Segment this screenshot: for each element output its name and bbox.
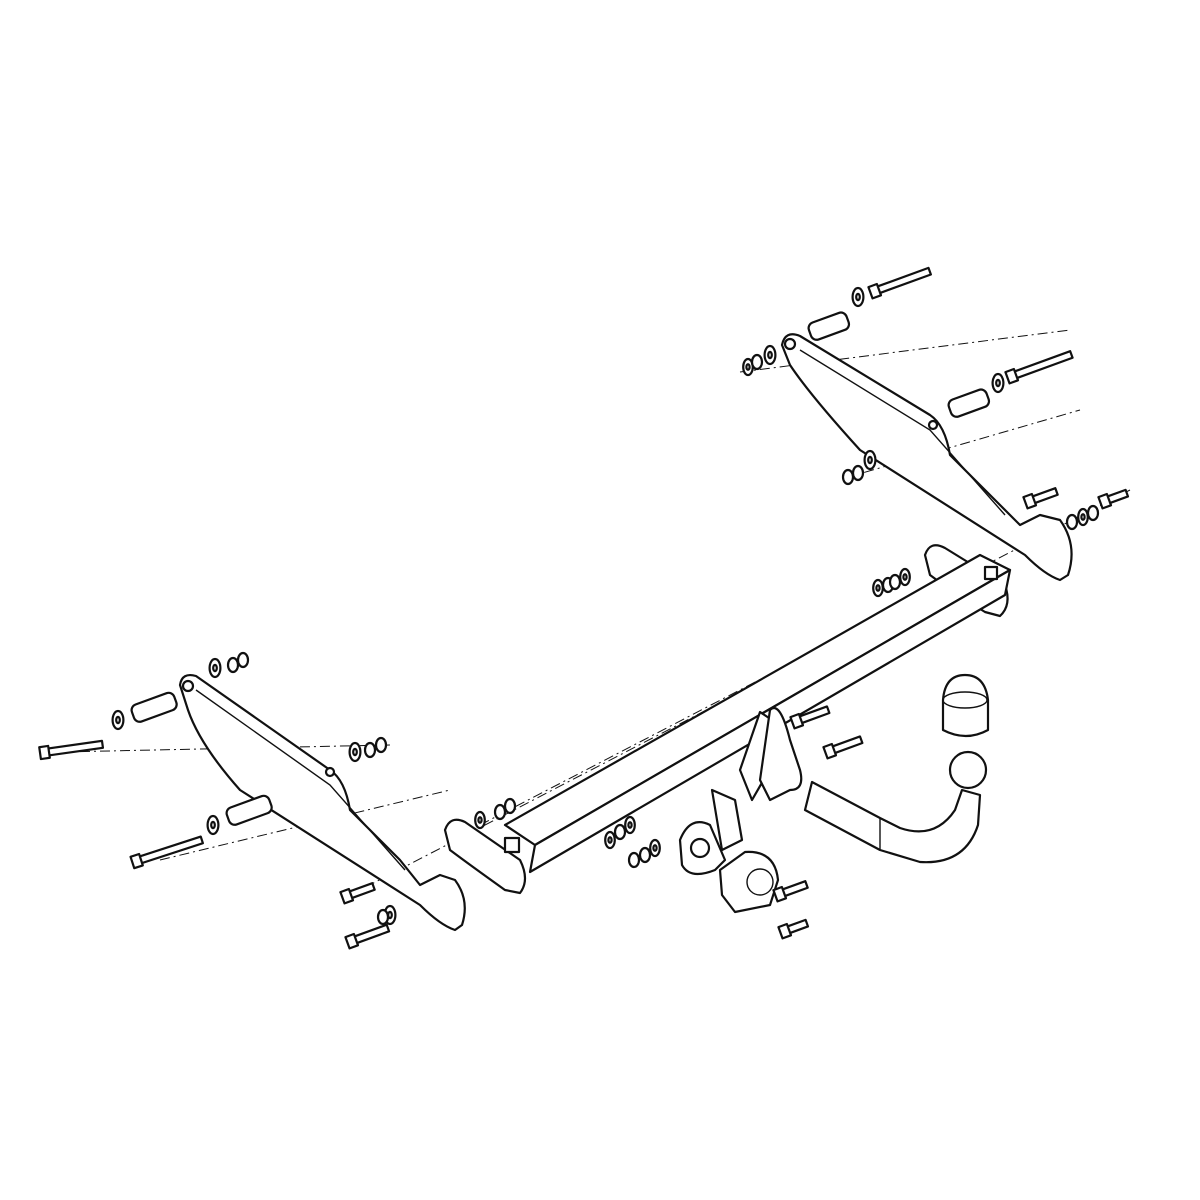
left-bracket-edge	[195, 689, 406, 871]
bolt	[789, 705, 831, 730]
spacer-tube	[225, 794, 273, 826]
right-bracket-hole	[927, 419, 939, 431]
nut	[374, 736, 388, 754]
bolt	[339, 882, 376, 905]
spacer-tube	[130, 691, 178, 723]
spacer-tube	[807, 311, 851, 341]
nut	[750, 353, 764, 371]
ball-cap	[941, 673, 990, 738]
electrical-socket-assembly	[678, 788, 780, 914]
bolt	[38, 739, 105, 761]
nut	[363, 741, 377, 759]
washer-hole	[212, 663, 218, 673]
bolt	[772, 880, 809, 903]
washer-hole	[855, 292, 861, 302]
nut	[376, 908, 390, 926]
washer-hole	[607, 836, 613, 844]
tow-ball-assembly	[803, 673, 990, 864]
left-bracket-hole	[181, 679, 195, 693]
nut	[1065, 513, 1079, 531]
nut	[503, 797, 517, 815]
right-bracket-edge	[799, 349, 1006, 516]
bolt	[1004, 350, 1074, 385]
washer-hole	[1080, 513, 1086, 521]
nut	[627, 851, 641, 869]
right-bracket-hole	[783, 337, 797, 351]
right-bracket	[780, 333, 1073, 582]
washer-hole	[867, 455, 873, 465]
nut	[613, 823, 627, 841]
crossbar	[443, 544, 1012, 895]
nut	[851, 464, 865, 482]
bolt	[867, 266, 932, 300]
left-bracket	[178, 673, 466, 932]
nut	[226, 656, 240, 674]
washer-hole	[477, 816, 483, 824]
center-lines	[59, 329, 1131, 891]
bolt	[1022, 487, 1059, 510]
nut	[638, 846, 652, 864]
hardware	[38, 266, 1130, 950]
nut	[236, 651, 250, 669]
washer-hole	[627, 821, 633, 829]
socket-bracket	[710, 788, 744, 852]
bolt	[1097, 488, 1130, 510]
washer-hole	[875, 584, 881, 592]
nut	[493, 803, 507, 821]
washer-hole	[995, 378, 1001, 388]
nut	[888, 573, 902, 591]
tow-ball	[948, 750, 988, 790]
spacer-tube	[947, 388, 991, 418]
electrical-socket	[718, 850, 780, 914]
washer-hole	[767, 350, 773, 360]
bolt	[344, 923, 391, 950]
washer-hole	[652, 844, 658, 852]
left-bracket-hole	[324, 766, 336, 778]
washer-hole	[352, 747, 358, 757]
tow-ball-neck	[803, 780, 982, 864]
nut	[1086, 504, 1100, 522]
washer-hole	[902, 573, 908, 581]
washer-hole	[210, 820, 216, 830]
washer-hole	[745, 363, 751, 371]
nut	[841, 468, 855, 486]
bolt	[129, 835, 205, 870]
bolt	[777, 918, 810, 940]
washer-hole	[115, 715, 121, 725]
bolt	[822, 735, 864, 760]
